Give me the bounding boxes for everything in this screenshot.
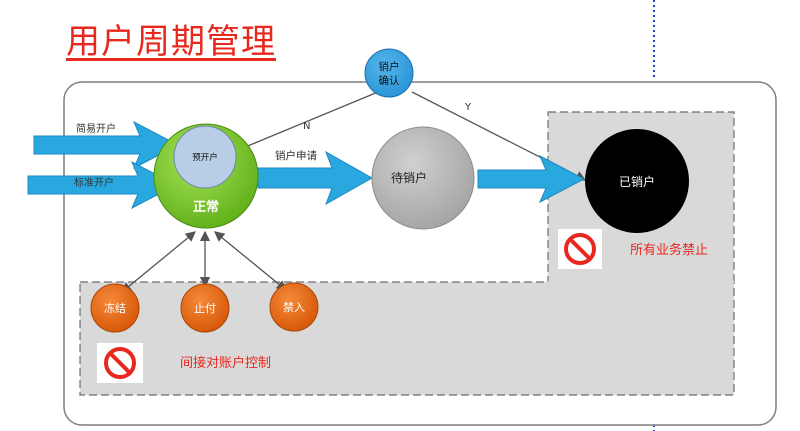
edge-label-no: N bbox=[303, 121, 310, 132]
note-indirect-control: 间接对账户控制 bbox=[180, 355, 271, 371]
prohibited-icon-closed bbox=[558, 229, 602, 269]
node-pre-open-label: 预开户 bbox=[192, 152, 218, 163]
node-freeze-label: 冻结 bbox=[104, 301, 126, 315]
prohibited-icon-indirect bbox=[97, 343, 143, 383]
node-closed bbox=[585, 129, 689, 233]
node-normal-label: 正常 bbox=[193, 199, 219, 215]
arrow-standard-open bbox=[27, 160, 178, 210]
arrow-to-closed bbox=[477, 154, 586, 204]
node-closed-label: 已销户 bbox=[619, 174, 655, 189]
node-pending-close-label: 待销户 bbox=[391, 170, 427, 185]
edge-label-standard-open: 标准开户 bbox=[74, 176, 114, 189]
node-no-inbound bbox=[269, 282, 319, 332]
node-close-confirm-line1: 销户 bbox=[379, 60, 400, 73]
edge-confirm-to-normal bbox=[236, 91, 379, 152]
note-all-business-banned: 所有业务禁止 bbox=[630, 242, 708, 258]
node-stop-pay-label: 止付 bbox=[194, 302, 216, 315]
edge-normal-no-inbound bbox=[213, 231, 288, 291]
node-freeze bbox=[90, 283, 140, 333]
edge-normal-freeze bbox=[120, 231, 197, 293]
edge-label-yes: Y bbox=[464, 102, 472, 113]
node-stop-pay bbox=[180, 283, 230, 333]
node-close-confirm bbox=[364, 48, 414, 98]
node-pending-close bbox=[371, 126, 475, 230]
indirect-control-region bbox=[79, 281, 735, 396]
arrow-close-request bbox=[257, 150, 374, 206]
edge-label-simple-open: 简易开户 bbox=[76, 122, 116, 135]
edge-label-close-request: 销户申请 bbox=[275, 149, 317, 162]
node-close-confirm-line2: 确认 bbox=[379, 74, 400, 87]
node-pre-open bbox=[173, 125, 237, 189]
page-title: 用户周期管理 bbox=[66, 22, 276, 62]
arrow-simple-open bbox=[33, 120, 180, 170]
node-no-inbound-label: 禁入 bbox=[283, 301, 305, 314]
